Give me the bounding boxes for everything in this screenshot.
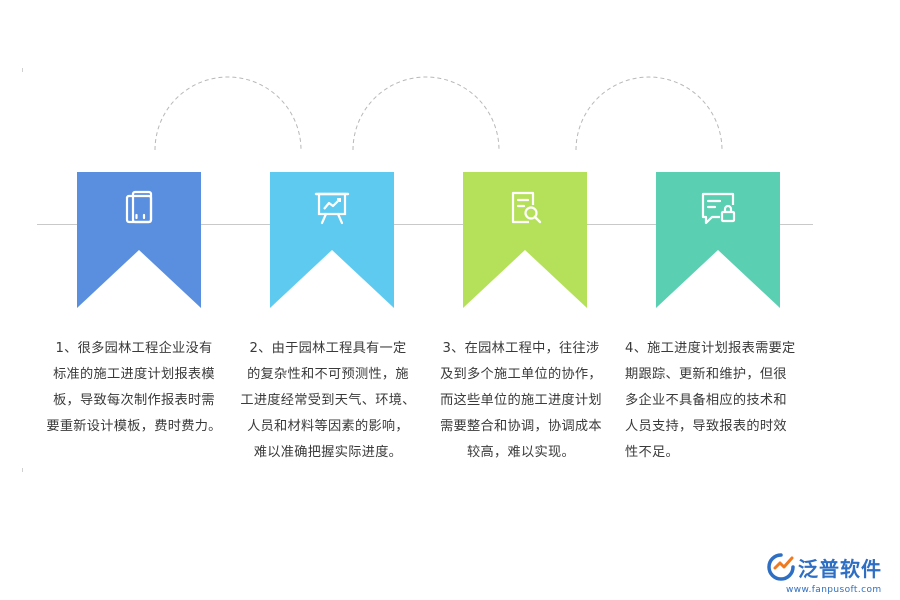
step-4-ribbon: [656, 172, 780, 308]
ribbon-shape: [270, 172, 394, 308]
description-line: 难以准确把握实际进度。: [253, 445, 403, 460]
description-line: 工进度经常受到天气、环境、: [240, 393, 416, 408]
description-line: 期跟踪、更新和维护，但很: [625, 367, 787, 382]
ribbon-shape: [463, 172, 587, 308]
description-line: 较高，难以实现。: [467, 445, 575, 460]
description-line: 而这些单位的施工进度计划: [440, 393, 602, 408]
timeline-line: [37, 224, 813, 225]
document-tablet-icon: [125, 190, 153, 224]
ribbon-shape: [77, 172, 201, 308]
brand-name: 泛普软件: [798, 557, 882, 581]
description-line: 性不足。: [625, 445, 679, 460]
description-line: 多企业不具备相应的技术和: [625, 393, 787, 408]
description-line: 人员和材料等因素的影响，: [247, 419, 409, 434]
connector-arc: [352, 76, 500, 151]
brand-mark-icon: [767, 553, 795, 581]
step-3-ribbon: [463, 172, 587, 308]
description-line: 2、由于园林工程具有一定: [249, 341, 407, 356]
description-line: 的复杂性和不可预测性，施: [247, 367, 409, 382]
brand-logo: 泛普软件 www.fanpusoft.com: [766, 552, 896, 598]
description-line: 人员支持，导致报表的时效: [625, 419, 787, 434]
presentation-chart-icon: [314, 192, 350, 225]
message-lock-icon: [701, 192, 736, 225]
description-line: 要重新设计模板，费时费力。: [46, 419, 222, 434]
ribbon-shape: [656, 172, 780, 308]
description-line: 4、施工进度计划报表需要定: [625, 341, 796, 356]
connector-arc: [575, 76, 723, 151]
connector-arc: [154, 76, 302, 151]
description-line: 板，导致每次制作报表时需: [53, 393, 215, 408]
step-2-description: 2、由于园林工程具有一定 的复杂性和不可预测性，施 工进度经常受到天气、环境、 …: [240, 336, 416, 466]
description-line: 需要整合和协调，协调成本: [440, 419, 602, 434]
brand-url: www.fanpusoft.com: [786, 585, 882, 595]
step-2-ribbon: [270, 172, 394, 308]
description-line: 1、很多园林工程企业没有: [55, 341, 213, 356]
step-1-description: 1、很多园林工程企业没有 标准的施工进度计划报表模 板，导致每次制作报表时需 要…: [46, 336, 222, 440]
description-line: 3、在园林工程中，往往涉: [442, 341, 600, 356]
edge-tick: [22, 468, 23, 472]
description-line: 标准的施工进度计划报表模: [53, 367, 215, 382]
description-line: 及到多个施工单位的协作，: [440, 367, 602, 382]
step-1-ribbon: [77, 172, 201, 308]
edge-tick: [22, 68, 23, 72]
step-4-description: 4、施工进度计划报表需要定 期跟踪、更新和维护，但很 多企业不具备相应的技术和 …: [625, 336, 805, 466]
document-search-icon: [511, 191, 542, 224]
step-3-description: 3、在园林工程中，往往涉 及到多个施工单位的协作， 而这些单位的施工进度计划 需…: [433, 336, 609, 466]
